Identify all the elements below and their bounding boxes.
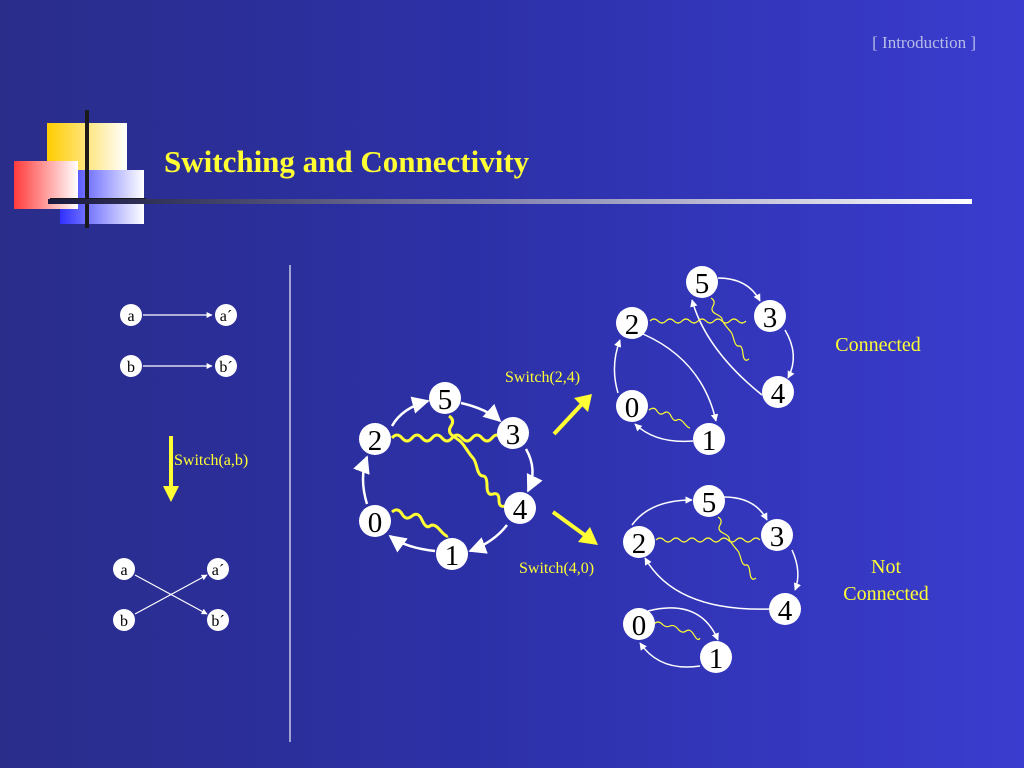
svg-text:a´: a´ bbox=[220, 308, 232, 325]
center-node-4: 4 bbox=[504, 492, 536, 526]
svg-text:2: 2 bbox=[625, 309, 640, 341]
center-node-3: 3 bbox=[497, 417, 529, 451]
disconnected-node-1: 1 bbox=[700, 641, 732, 675]
disconnected-node-0: 0 bbox=[623, 608, 655, 642]
svg-text:4: 4 bbox=[778, 595, 793, 627]
switch-40-label: Switch(4,0) bbox=[519, 560, 594, 577]
svg-text:3: 3 bbox=[770, 521, 785, 553]
svg-text:1: 1 bbox=[445, 540, 460, 572]
svg-text:a´: a´ bbox=[212, 562, 224, 579]
svg-text:4: 4 bbox=[771, 378, 786, 410]
not-connected-label-line1: Not bbox=[871, 556, 901, 578]
disconnected-node-3: 3 bbox=[761, 519, 793, 553]
center-node-1: 1 bbox=[436, 538, 468, 572]
node-b-bottom: b bbox=[113, 609, 135, 631]
svg-text:4: 4 bbox=[513, 494, 528, 526]
center-node-5: 5 bbox=[429, 382, 461, 416]
disconnected-node-2: 2 bbox=[623, 526, 655, 560]
node-b-prime-bottom: b´ bbox=[207, 609, 229, 631]
svg-text:3: 3 bbox=[506, 419, 521, 451]
after-switch: a a´ b b´ bbox=[113, 558, 229, 631]
svg-text:b: b bbox=[127, 359, 135, 376]
svg-text:0: 0 bbox=[632, 610, 647, 642]
connected-node-5: 5 bbox=[686, 266, 718, 300]
arrow-to-connected bbox=[552, 394, 592, 436]
node-a-top: a bbox=[120, 304, 142, 326]
switch-ab-label: Switch(a,b) bbox=[174, 452, 248, 469]
section-label: [ Introduction ] bbox=[872, 33, 976, 52]
svg-text:2: 2 bbox=[368, 425, 383, 457]
svg-text:5: 5 bbox=[702, 487, 717, 519]
svg-text:0: 0 bbox=[368, 507, 383, 539]
node-a-prime-top: a´ bbox=[215, 304, 237, 326]
svg-text:5: 5 bbox=[438, 384, 453, 416]
svg-text:2: 2 bbox=[632, 528, 647, 560]
arrow-to-not-connected bbox=[551, 510, 598, 545]
switch-example: a a´ b b´ Switch(a,b) a a´ b b´ bbox=[113, 304, 248, 631]
center-graph: 5 2 3 0 4 1 bbox=[353, 382, 543, 572]
connected-node-1: 1 bbox=[693, 423, 725, 457]
connected-graph: 5 2 3 0 4 1 bbox=[613, 266, 795, 457]
disconnected-node-4: 4 bbox=[769, 593, 801, 627]
svg-text:0: 0 bbox=[625, 392, 640, 424]
svg-text:a: a bbox=[127, 308, 134, 325]
not-connected-graph: 5 2 3 0 4 1 bbox=[623, 485, 801, 675]
switch-down-arrow bbox=[163, 436, 179, 502]
connected-node-0: 0 bbox=[616, 390, 648, 424]
node-b-prime-top: b´ bbox=[215, 355, 237, 377]
svg-text:b´: b´ bbox=[211, 613, 224, 630]
connected-node-2: 2 bbox=[616, 307, 648, 341]
center-node-2: 2 bbox=[359, 423, 391, 457]
not-connected-label-line2: Connected bbox=[843, 583, 929, 605]
connected-label: Connected bbox=[835, 334, 921, 356]
node-a-prime-bottom: a´ bbox=[207, 558, 229, 580]
svg-text:a: a bbox=[120, 562, 127, 579]
svg-text:1: 1 bbox=[709, 643, 724, 675]
node-b-top: b bbox=[120, 355, 142, 377]
title-underline bbox=[48, 199, 972, 204]
connected-node-3: 3 bbox=[754, 300, 786, 334]
svg-text:3: 3 bbox=[763, 302, 778, 334]
svg-text:5: 5 bbox=[695, 268, 710, 300]
switch-24-label: Switch(2,4) bbox=[505, 369, 580, 386]
svg-text:b: b bbox=[120, 613, 128, 630]
center-node-0: 0 bbox=[359, 505, 391, 539]
before-switch: a a´ b b´ bbox=[120, 304, 237, 377]
svg-text:1: 1 bbox=[702, 425, 717, 457]
slide-title: Switching and Connectivity bbox=[164, 144, 530, 179]
disconnected-node-5: 5 bbox=[693, 485, 725, 519]
connected-node-4: 4 bbox=[762, 376, 794, 410]
node-a-bottom: a bbox=[113, 558, 135, 580]
svg-text:b´: b´ bbox=[219, 359, 232, 376]
